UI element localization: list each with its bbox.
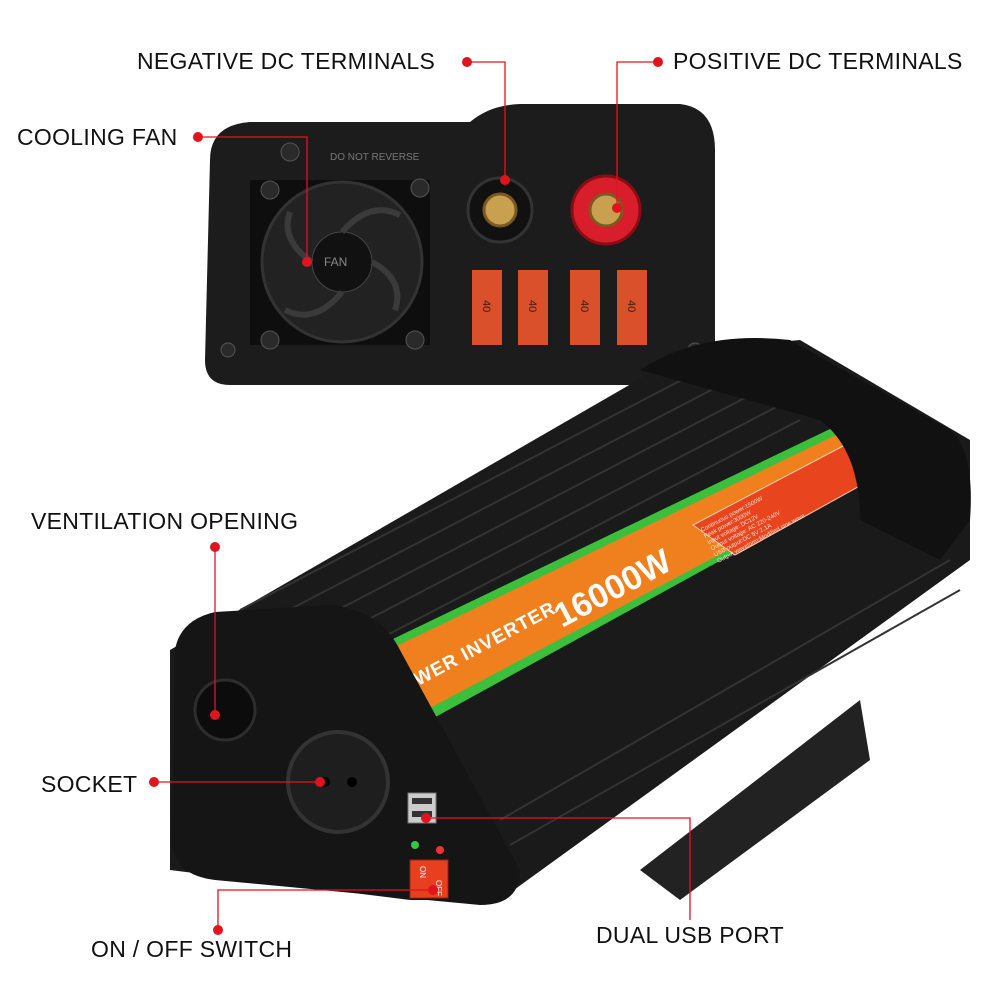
- fuse-label: 40: [526, 300, 538, 312]
- callout-on-off-switch: ON / OFF SWITCH: [91, 936, 293, 962]
- callout-dots: [149, 57, 663, 935]
- fuse-label: 40: [625, 300, 637, 312]
- fuse-label: 40: [480, 300, 492, 312]
- front-fan: [193, 678, 257, 742]
- callout-negative-dc-terminals: NEGATIVE DC TERMINALS: [137, 48, 436, 74]
- callout-positive-dc-terminals: POSITIVE DC TERMINALS: [673, 48, 963, 74]
- switch-on-text: ON: [418, 866, 427, 878]
- callout-ventilation-opening: VENTILATION OPENING: [31, 508, 299, 534]
- positive-terminal: [570, 174, 642, 246]
- callout-dual-usb-port: DUAL USB PORT: [596, 922, 784, 948]
- fuse-label: 40: [578, 300, 590, 312]
- fuses: 40 40 40 40: [472, 270, 647, 345]
- heatsink-fins: [239, 359, 961, 846]
- rear-warning-text: DO NOT REVERSE: [330, 152, 420, 163]
- inverter-body: Continuous power:1500W Peak power:3000W …: [170, 338, 971, 905]
- negative-terminal: [466, 176, 534, 244]
- screws: [220, 142, 703, 358]
- leader-lines: [154, 61, 691, 930]
- rear-panel: DO NOT REVERSE FAN: [205, 104, 715, 385]
- fan-text: FAN: [324, 255, 347, 269]
- rear-end-cap: [640, 338, 971, 560]
- mounting-bracket: [640, 700, 870, 900]
- callout-socket: SOCKET: [41, 771, 138, 797]
- switch-off-text: OFF: [434, 880, 443, 896]
- cooling-fan-graphic: FAN: [250, 180, 430, 345]
- callout-cooling-fan: COOLING FAN: [17, 124, 178, 150]
